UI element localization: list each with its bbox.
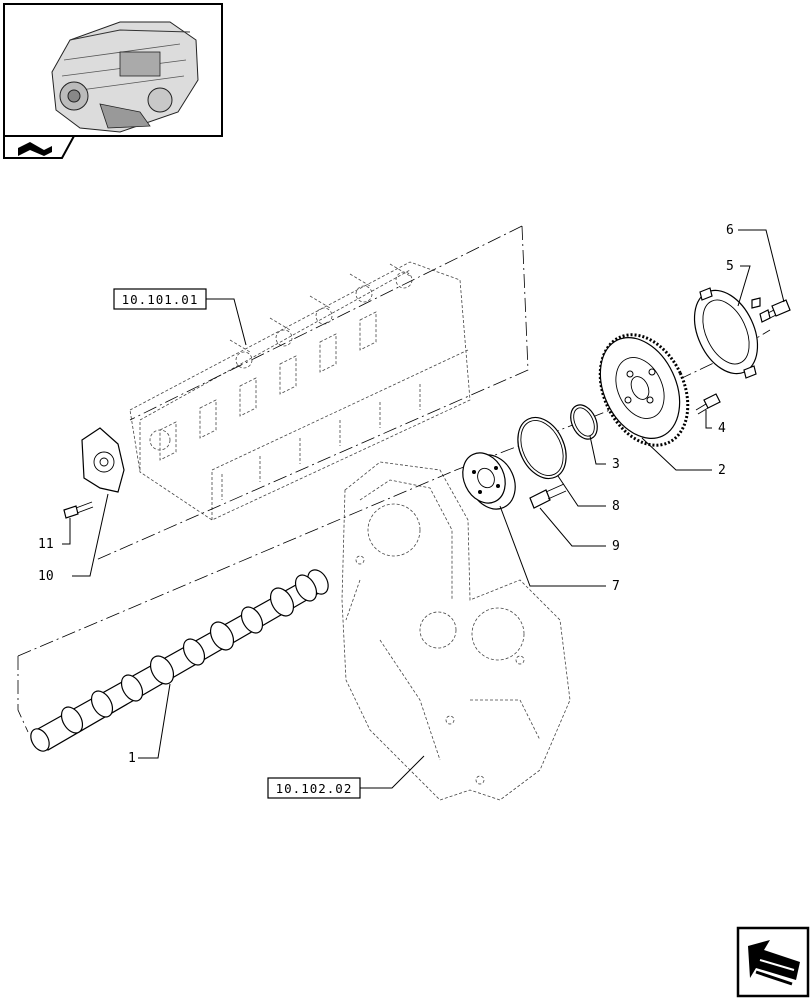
next-page-button[interactable] <box>736 926 810 998</box>
callout-8[interactable]: 8 <box>557 475 620 514</box>
part-3-ring[interactable] <box>566 401 603 444</box>
callout-5[interactable]: 5 <box>726 259 751 307</box>
part-4-screw[interactable] <box>695 393 721 415</box>
callout-number: 4 <box>718 421 726 436</box>
part-6-bolt[interactable] <box>759 299 791 323</box>
reference-text: 10.102.02 <box>276 781 353 796</box>
engine-thumbnail-icon <box>51 21 199 133</box>
callout-number: 3 <box>612 457 620 472</box>
callout-9[interactable]: 9 <box>539 507 620 554</box>
callout-7[interactable]: 7 <box>499 505 620 594</box>
part-5-plate[interactable] <box>682 280 770 383</box>
reference-label-cylinder-head[interactable]: 10.101.01 <box>113 288 247 346</box>
callout-number: 5 <box>726 259 734 274</box>
callout-number: 7 <box>612 579 620 594</box>
part-11-screw[interactable] <box>63 501 94 519</box>
engine-thumbnail[interactable] <box>3 3 223 159</box>
reference-label-timing-case[interactable]: 10.102.02 <box>267 755 425 799</box>
callout-11[interactable]: 11 <box>38 518 71 552</box>
part-1-camshaft[interactable] <box>27 566 332 754</box>
part-10-cover-plate[interactable] <box>81 427 125 493</box>
callout-1[interactable]: 1 <box>128 683 171 766</box>
next-page-arrow-icon <box>748 940 800 986</box>
catalog-book-icon <box>18 142 52 156</box>
part-8-o-ring[interactable] <box>509 410 576 487</box>
callout-number: 2 <box>718 463 726 478</box>
callout-number: 10 <box>38 569 54 584</box>
timing-case-ghost <box>341 461 571 801</box>
callout-2[interactable]: 2 <box>641 437 726 478</box>
callout-4[interactable]: 4 <box>705 410 726 436</box>
callout-number: 9 <box>612 539 620 554</box>
callout-number: 8 <box>612 499 620 514</box>
callout-number: 1 <box>128 751 136 766</box>
part-7-hub[interactable] <box>455 446 524 517</box>
part-9-screw[interactable] <box>529 483 567 509</box>
reference-text: 10.101.01 <box>122 292 199 307</box>
part-2-cam-gear[interactable] <box>583 321 705 460</box>
callout-3[interactable]: 3 <box>589 435 620 472</box>
callout-6[interactable]: 6 <box>726 223 785 303</box>
callout-number: 6 <box>726 223 734 238</box>
callout-10[interactable]: 10 <box>38 493 109 584</box>
callout-number: 11 <box>38 537 54 552</box>
